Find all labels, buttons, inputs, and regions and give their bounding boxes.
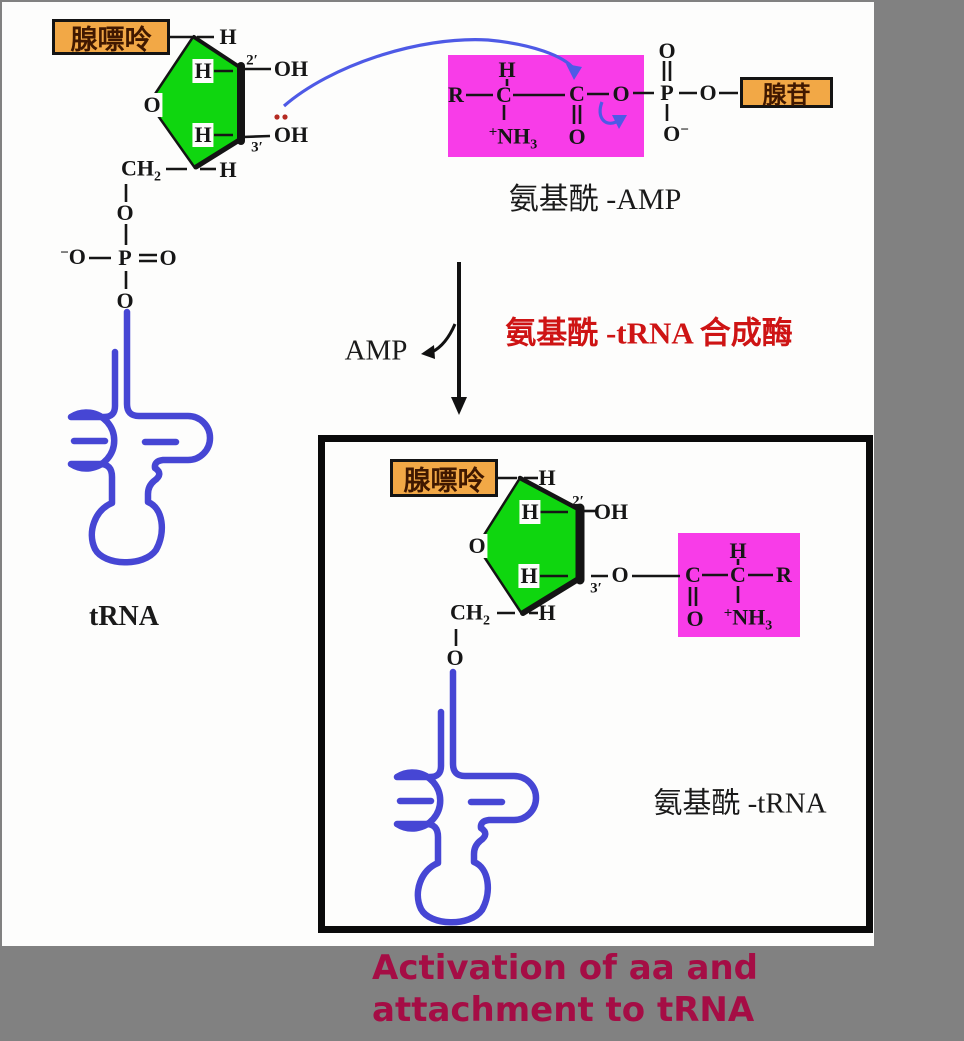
lone-pair-dots	[274, 114, 288, 120]
atom-h: H	[219, 24, 237, 49]
attack-arrow	[282, 38, 582, 108]
atom-o: O	[699, 80, 717, 105]
atom-o: O	[116, 200, 134, 225]
ring-oxygen: O	[141, 92, 163, 117]
atom-h: H	[498, 57, 516, 82]
adenosine-box: 腺苷	[740, 77, 833, 109]
atom-nh3-plus: +NH3	[723, 604, 773, 634]
atom-oh-2prime: OH	[593, 499, 629, 524]
atom-h: H	[518, 563, 540, 588]
adenosine-label: 腺苷	[762, 81, 811, 109]
atom-o: O	[658, 38, 676, 63]
carbon-3prime-label: 3′	[251, 139, 263, 156]
atom-o: O	[159, 245, 177, 270]
ring-oxygen: O	[466, 533, 488, 558]
atom-o-ester: O	[611, 562, 629, 587]
caption-line-2: attachment to tRNA	[372, 990, 755, 1030]
adenine-label: 腺嘌呤	[70, 24, 152, 56]
atom-h: H	[192, 122, 214, 147]
reaction-arrow	[421, 262, 467, 415]
trna-cloverleaf-product	[393, 668, 540, 926]
atom-oh-3prime: OH	[273, 122, 309, 147]
atom-r-group: R	[448, 82, 464, 107]
atom-o-carbonyl: O	[686, 606, 704, 631]
electron-shift-arrow	[598, 101, 627, 129]
chemical-bonds	[89, 35, 773, 646]
atom-o-carbonyl: O	[568, 124, 586, 149]
ribose-ring-top	[147, 35, 245, 170]
subscript-3: 3	[530, 137, 538, 153]
atom-p: P	[118, 245, 132, 270]
trna-cloverleaf-free	[67, 308, 214, 566]
plus-charge: +	[488, 124, 498, 141]
ch-text: CH	[121, 155, 154, 181]
atom-ch2: CH2	[121, 155, 161, 185]
atom-h: H	[729, 538, 747, 563]
trna-label: tRNA	[89, 601, 159, 632]
atom-o: O	[446, 645, 464, 670]
amino-acid-highlight-top	[448, 55, 644, 157]
atom-h: H	[538, 465, 556, 490]
atom-o-ester: O	[612, 81, 630, 106]
atom-c-alpha: C	[496, 82, 512, 107]
adenine-base-box-top: 腺嘌呤	[52, 19, 170, 56]
atom-p: P	[660, 80, 674, 105]
atom-ch2: CH2	[450, 599, 490, 629]
atom-nh3-plus: +NH3	[488, 123, 538, 153]
o-text: O	[68, 244, 86, 269]
atom-h: H	[538, 600, 556, 625]
caption-line-1: Activation of aa and	[372, 948, 758, 988]
adenine-label: 腺嘌呤	[403, 465, 485, 497]
carbon-3prime-label: 3′	[590, 580, 602, 597]
plus-charge: +	[723, 605, 733, 622]
ch-text: CH	[450, 599, 483, 625]
minus-charge: −	[680, 122, 689, 138]
atom-c-alpha: C	[730, 562, 746, 587]
atom-o: O	[116, 288, 134, 313]
enzyme-label: 氨基酰 -tRNA 合成酶	[505, 315, 793, 351]
aminoacyl-trna-label: 氨基酰 -tRNA	[653, 787, 827, 820]
aminoacyl-amp-label: 氨基酰 -AMP	[508, 183, 682, 216]
slide-caption: Activation of aa and attachment to tRNA	[372, 947, 758, 1031]
o-text: O	[663, 121, 681, 146]
atom-h: H	[219, 157, 237, 182]
adenine-base-box-bottom: 腺嘌呤	[390, 459, 498, 497]
subscript-2: 2	[483, 613, 490, 629]
atom-h: H	[192, 58, 214, 83]
carbon-2prime-label: 2′	[572, 493, 584, 510]
atom-o-minus: O−	[663, 123, 689, 145]
aminoacyl-trna-product-box	[318, 435, 873, 933]
minus-charge: −	[60, 245, 69, 261]
nh-text: NH	[732, 604, 766, 630]
atom-h: H	[519, 499, 541, 524]
atom-oh-2prime: OH	[273, 56, 309, 81]
atom-c-carbonyl: C	[685, 562, 701, 587]
carbon-2prime-label: 2′	[246, 52, 258, 69]
amino-acid-highlight-bottom	[678, 533, 800, 637]
nh-text: NH	[497, 123, 531, 149]
atom-o-minus: −O	[60, 246, 86, 268]
atom-r-group: R	[776, 562, 792, 587]
subscript-2: 2	[154, 169, 161, 185]
atom-c-carbonyl: C	[569, 81, 585, 106]
amp-label: AMP	[344, 334, 408, 367]
subscript-3: 3	[765, 618, 773, 634]
